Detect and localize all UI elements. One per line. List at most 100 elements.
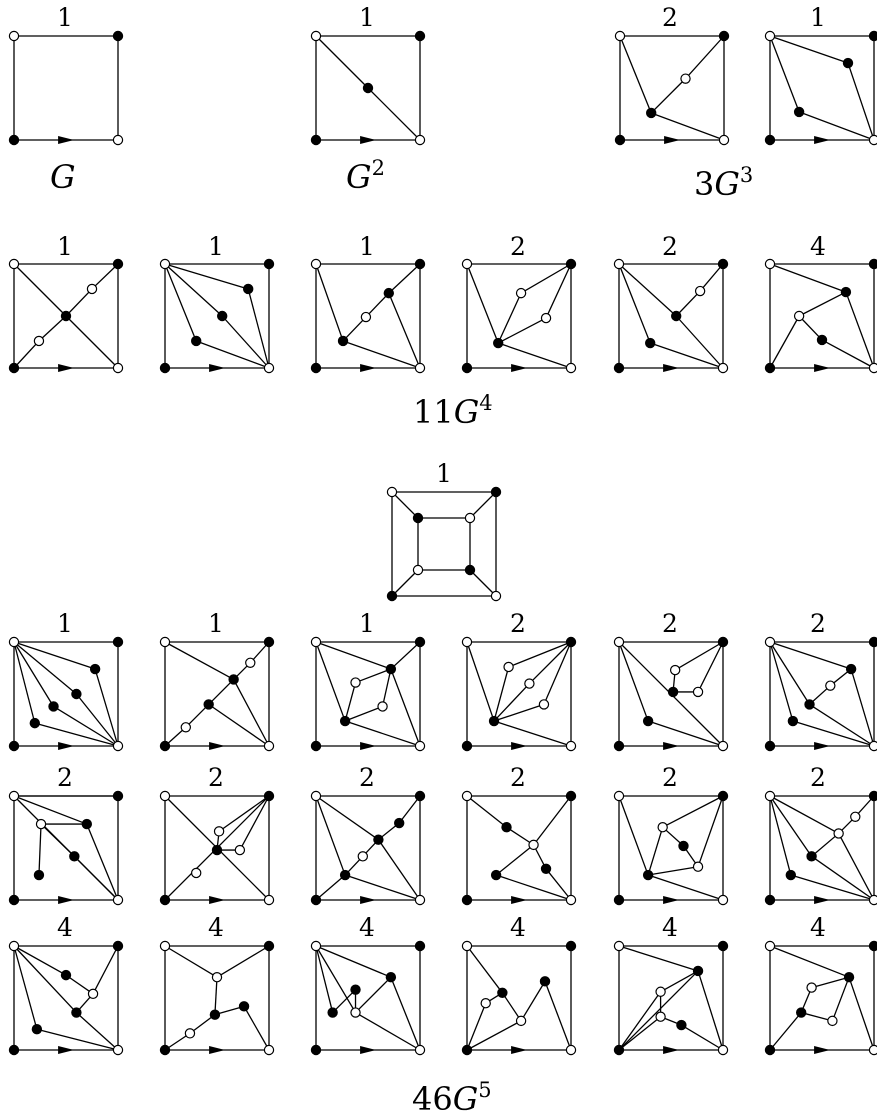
black-vertex	[493, 337, 504, 349]
graph-edge	[13, 945, 77, 1014]
graph-g4-6	[764, 258, 877, 374]
graph-g5-r1c1	[8, 636, 124, 752]
white-vertex	[613, 636, 625, 648]
graph-edge	[239, 795, 270, 851]
black-vertex	[787, 715, 799, 727]
black-vertex	[238, 1001, 250, 1012]
graph-edge	[811, 855, 875, 901]
black-vertex	[671, 310, 682, 322]
graph-edge	[469, 491, 497, 519]
graph-drawings	[8, 30, 877, 1056]
graph-g5-r1c2	[159, 636, 275, 752]
black-vertex	[501, 822, 512, 833]
graph-edge	[831, 976, 850, 1022]
black-vertex	[868, 790, 877, 802]
black-vertex	[565, 790, 577, 802]
graph-edge	[65, 974, 94, 995]
graph-edge	[13, 795, 88, 825]
white-vertex	[613, 258, 625, 270]
black-vertex	[394, 817, 405, 829]
graph-edge	[315, 945, 357, 1013]
graph-edge	[315, 35, 369, 89]
graph-edge	[821, 339, 875, 369]
white-vertex	[263, 894, 275, 906]
graph-edge	[618, 945, 699, 972]
graph-edge	[790, 874, 875, 901]
graph-edge	[390, 976, 421, 1051]
graph-edge	[355, 976, 392, 1014]
count-label-g5-r2c1: 2	[57, 763, 73, 792]
graph-edge	[497, 342, 572, 369]
white-vertex	[764, 258, 776, 270]
graph-g5-r1c6	[764, 636, 877, 752]
graph-edge	[528, 641, 572, 685]
count-label-g5-r1c4: 2	[510, 609, 526, 638]
count-label-g5-r1c5: 2	[662, 609, 678, 638]
count-label-g5-r3c2: 4	[208, 913, 224, 942]
black-vertex	[785, 869, 797, 881]
graph-edge	[662, 795, 724, 828]
black-vertex	[385, 972, 397, 983]
graph-edge	[697, 970, 724, 1051]
white-vertex	[717, 1044, 729, 1056]
black-vertex	[8, 134, 20, 146]
graph-edge	[675, 290, 701, 317]
white-vertex	[8, 258, 20, 270]
white-vertex	[565, 1044, 577, 1056]
white-vertex	[614, 30, 626, 42]
black-vertex	[242, 283, 254, 295]
black-vertex	[642, 715, 654, 727]
graph-g5-r1c5	[613, 636, 729, 752]
black-vertex	[692, 965, 704, 977]
black-vertex	[350, 984, 361, 995]
graph-edge	[675, 315, 724, 369]
count-label-g3-1: 2	[662, 3, 678, 32]
count-label-g5-r1c3: 1	[359, 609, 375, 638]
white-vertex	[190, 867, 202, 879]
black-vertex	[60, 310, 72, 322]
black-vertex	[310, 134, 322, 146]
white-vertex	[669, 664, 681, 676]
white-vertex	[8, 636, 20, 648]
graph-edge	[367, 87, 421, 141]
graph-edge	[355, 1011, 421, 1051]
black-vertex	[843, 972, 855, 983]
black-vertex	[816, 334, 828, 346]
graph-g5-r3c1	[8, 940, 124, 1056]
white-vertex	[112, 894, 124, 906]
graph-g5-r3c6	[764, 940, 877, 1056]
orientation-arrow-icon	[663, 742, 680, 750]
white-vertex	[764, 940, 776, 952]
graph-edge	[218, 795, 270, 832]
black-vertex	[385, 663, 397, 675]
white-vertex	[565, 894, 577, 906]
orientation-arrow-icon	[58, 742, 75, 750]
graph-g5-r3c3	[310, 940, 426, 1056]
white-vertex	[8, 940, 20, 952]
graph-edge	[315, 795, 346, 876]
black-vertex	[263, 940, 275, 952]
graph-edge	[847, 62, 875, 141]
white-vertex	[717, 740, 729, 752]
count-label-g5-r2c2: 2	[208, 763, 224, 792]
black-vertex	[159, 362, 171, 374]
graph-edge	[545, 868, 572, 901]
graph-edge	[391, 569, 419, 597]
orientation-arrow-icon	[511, 1046, 528, 1054]
black-vertex	[497, 987, 508, 999]
black-vertex	[490, 486, 502, 498]
graph-edge	[497, 317, 547, 344]
white-vertex	[8, 30, 20, 42]
black-vertex	[840, 286, 852, 298]
black-vertex	[565, 258, 577, 270]
black-vertex	[414, 258, 426, 270]
black-vertex	[461, 894, 473, 906]
black-vertex	[112, 636, 124, 648]
graph-edge	[798, 315, 823, 341]
graph-edge	[681, 1024, 724, 1051]
black-vertex	[339, 715, 351, 727]
orientation-arrow-icon	[814, 136, 831, 144]
black-vertex	[310, 740, 322, 752]
black-vertex	[717, 636, 729, 648]
black-vertex	[678, 840, 689, 852]
